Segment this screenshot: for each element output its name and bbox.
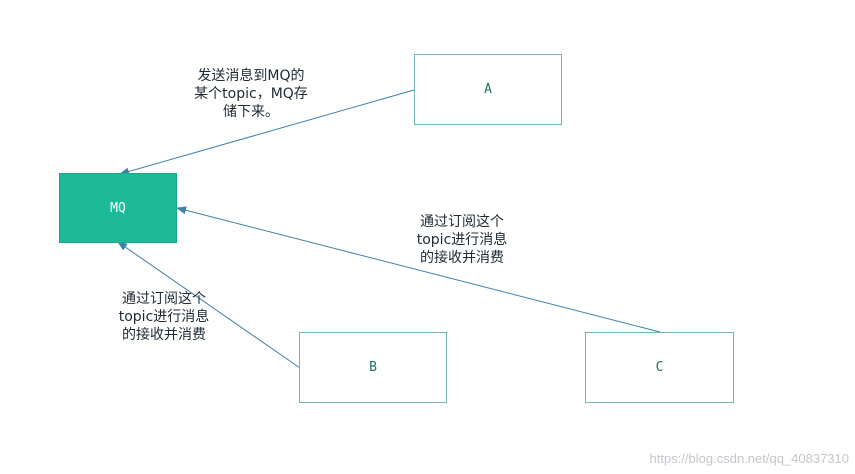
mq-node: MQ <box>59 173 177 243</box>
publish-annotation: 发送消息到MQ的 某个topic，MQ存 储下来。 <box>194 68 308 120</box>
watermark-text: https://blog.csdn.net/qq_40837310 <box>649 451 850 466</box>
arrow-b-to-mq <box>117 241 301 369</box>
arrow-c-to-mq <box>176 206 661 333</box>
subscribe-annotation-b: 通过订阅这个 topic进行消息 的接收并消费 <box>118 291 210 343</box>
producer-node-a-label: A <box>484 82 492 97</box>
producer-node-a: A <box>414 54 562 125</box>
consumer-node-b-label: B <box>369 360 377 375</box>
consumer-node-b: B <box>299 332 447 403</box>
subscribe-annotation-c: 通过订阅这个 topic进行消息 的接收并消费 <box>416 214 508 266</box>
consumer-node-c-label: C <box>655 360 664 375</box>
mq-node-label: MQ <box>110 200 126 216</box>
consumer-node-c: C <box>585 332 734 403</box>
arrow-a-to-mq <box>119 89 415 176</box>
